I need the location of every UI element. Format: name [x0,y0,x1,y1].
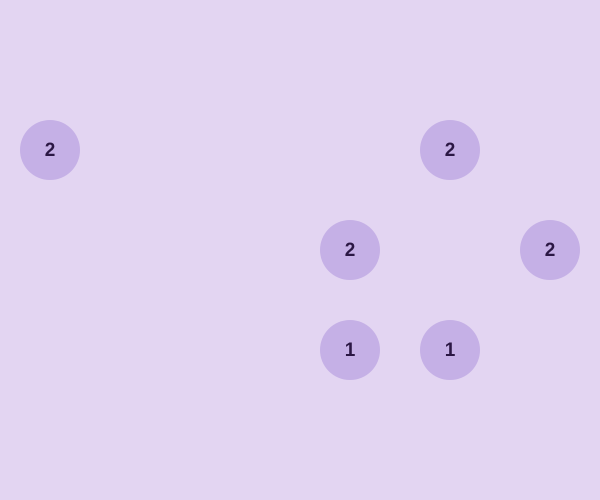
number-cell[interactable]: 2 [520,220,580,280]
number-cell[interactable]: 1 [320,320,380,380]
number-cell[interactable]: 2 [20,120,80,180]
number-cell[interactable]: 2 [320,220,380,280]
number-cell[interactable]: 1 [420,320,480,380]
number-cell[interactable]: 2 [420,120,480,180]
